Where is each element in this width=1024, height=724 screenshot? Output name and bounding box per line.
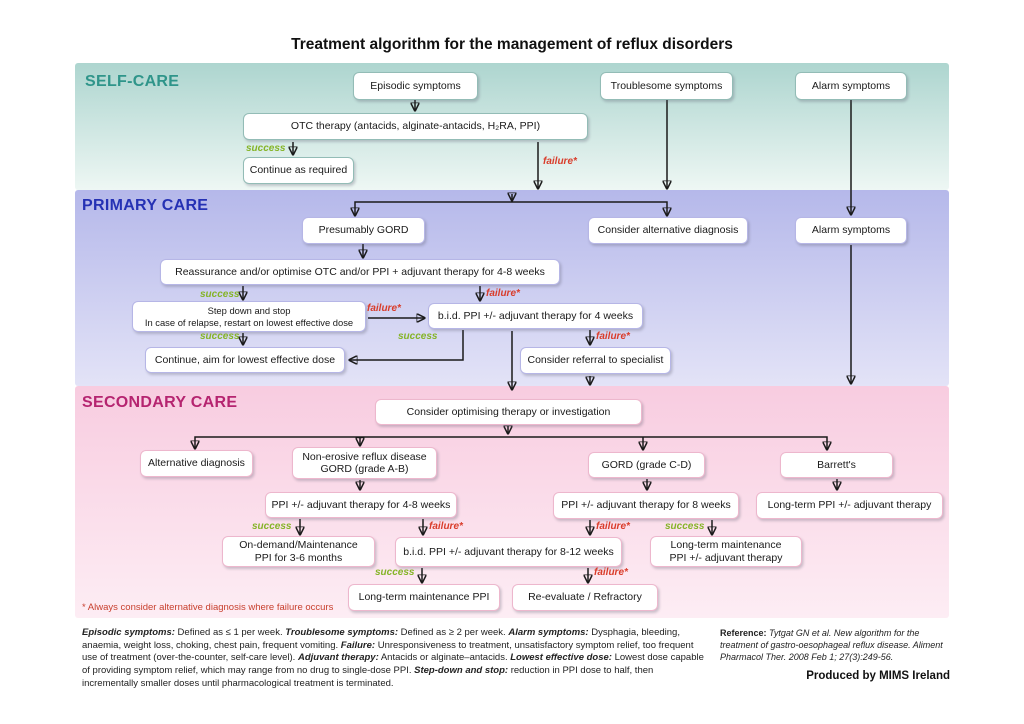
definition-term: Episodic symptoms: bbox=[82, 627, 175, 638]
box-otc-therapy: OTC therapy (antacids, alginate-antacids… bbox=[243, 113, 588, 140]
box-step-down-and-stop: Step down and stop In case of relapse, r… bbox=[132, 301, 366, 332]
box-alarm-symptoms-primary: Alarm symptoms bbox=[795, 217, 907, 244]
reference-body: Tytgat GN et al. New algorithm for the t… bbox=[720, 628, 943, 663]
label-success-ppi8w: success bbox=[665, 521, 705, 532]
box-gord-grade-cd: GORD (grade C-D) bbox=[588, 452, 705, 478]
label-failure-reassurance: failure* bbox=[486, 288, 520, 299]
label-success-stepdown: success bbox=[200, 331, 240, 342]
box-bid-ppi-8-12-weeks: b.i.d. PPI +/- adjuvant therapy for 8-12… bbox=[395, 537, 622, 567]
reference-text: Reference: Tytgat GN et al. New algorith… bbox=[720, 627, 950, 663]
definition-body: Unresponsiveness to treatment, unsatisfa… bbox=[82, 639, 694, 664]
box-bid-ppi-4-weeks: b.i.d. PPI +/- adjuvant therapy for 4 we… bbox=[428, 303, 643, 329]
definition-term: Adjuvant therapy: bbox=[297, 652, 379, 664]
footnote-asterisk: * Always consider alternative diagnosis … bbox=[82, 602, 334, 613]
box-presumably-gord: Presumably GORD bbox=[302, 217, 425, 244]
definition-body: Defined as ≥ 2 per week. bbox=[398, 627, 509, 638]
label-success-reassurance: success bbox=[200, 289, 240, 300]
box-alternative-diagnosis: Alternative diagnosis bbox=[140, 450, 253, 477]
section-label-secondary-care: SECONDARY CARE bbox=[82, 394, 238, 411]
definition-term: Failure: bbox=[340, 639, 376, 651]
box-longterm-maintenance-adjuvant: Long-term maintenance PPI +/- adjuvant t… bbox=[650, 536, 802, 567]
definition-body: Antacids or alginate–antacids. bbox=[378, 652, 511, 664]
box-continue-lowest-dose: Continue, aim for lowest effective dose bbox=[145, 347, 345, 373]
definitions-text: Episodic symptoms: Defined as ≤ 1 per we… bbox=[82, 627, 706, 690]
definition-body: reduction in PPI dose to half, then incr… bbox=[82, 664, 654, 689]
definition-term: Lowest effective dose: bbox=[510, 652, 612, 664]
label-failure-bid812w: failure* bbox=[594, 567, 628, 578]
box-ppi-adjuvant-8-weeks: PPI +/- adjuvant therapy for 8 weeks bbox=[553, 492, 739, 519]
box-barretts: Barrett's bbox=[780, 452, 893, 478]
box-reassurance-otc-ppi: Reassurance and/or optimise OTC and/or P… bbox=[160, 259, 560, 285]
producer-credit: Produced by MIMS Ireland bbox=[806, 670, 950, 682]
section-label-self-care: SELF-CARE bbox=[85, 73, 180, 90]
box-consider-alternative-diagnosis: Consider alternative diagnosis bbox=[588, 217, 748, 244]
label-success-otc: success bbox=[246, 143, 286, 154]
box-longterm-ppi-adjuvant: Long-term PPI +/- adjuvant therapy bbox=[756, 492, 943, 519]
box-reevaluate-refractory: Re-evaluate / Refractory bbox=[512, 584, 658, 611]
label-failure-stepdown: failure* bbox=[367, 303, 401, 314]
definition-body: Lowest dose capable of providing symptom… bbox=[82, 652, 704, 676]
label-failure-bid4w: failure* bbox=[596, 331, 630, 342]
label-failure-ppi48w: failure* bbox=[429, 521, 463, 532]
definition-term: Step-down and stop: bbox=[414, 664, 509, 676]
definition-term: Alarm symptoms: bbox=[508, 627, 589, 638]
definition-body: Dysphagia, bleeding, anaemia, weight los… bbox=[82, 627, 680, 651]
definition-term: Troublesome symptoms: bbox=[285, 627, 399, 638]
box-troublesome-symptoms: Troublesome symptoms bbox=[600, 72, 733, 100]
reference-label: Reference: bbox=[720, 628, 767, 638]
label-failure-otc: failure* bbox=[543, 156, 577, 167]
box-episodic-symptoms: Episodic symptoms bbox=[353, 72, 478, 100]
box-ppi-adjuvant-4-8-weeks: PPI +/- adjuvant therapy for 4-8 weeks bbox=[265, 492, 457, 518]
label-success-bid812w: success bbox=[375, 567, 415, 578]
page-title: Treatment algorithm for the management o… bbox=[291, 36, 733, 53]
box-continue-as-required: Continue as required bbox=[243, 157, 354, 184]
box-longterm-maintenance-ppi: Long-term maintenance PPI bbox=[348, 584, 500, 611]
box-consider-optimising-therapy: Consider optimising therapy or investiga… bbox=[375, 399, 642, 425]
label-success-ppi48w: success bbox=[252, 521, 292, 532]
label-failure-ppi8w: failure* bbox=[596, 521, 630, 532]
box-alarm-symptoms-selfcare: Alarm symptoms bbox=[795, 72, 907, 100]
label-success-bid4w: success bbox=[398, 331, 438, 342]
box-non-erosive-reflux-disease: Non-erosive reflux disease GORD (grade A… bbox=[292, 447, 437, 479]
definition-body: Defined as ≤ 1 per week. bbox=[174, 627, 286, 638]
box-on-demand-maintenance-ppi: On-demand/Maintenance PPI for 3-6 months bbox=[222, 536, 375, 567]
box-consider-referral-specialist: Consider referral to specialist bbox=[520, 347, 671, 374]
section-label-primary-care: PRIMARY CARE bbox=[82, 197, 209, 214]
